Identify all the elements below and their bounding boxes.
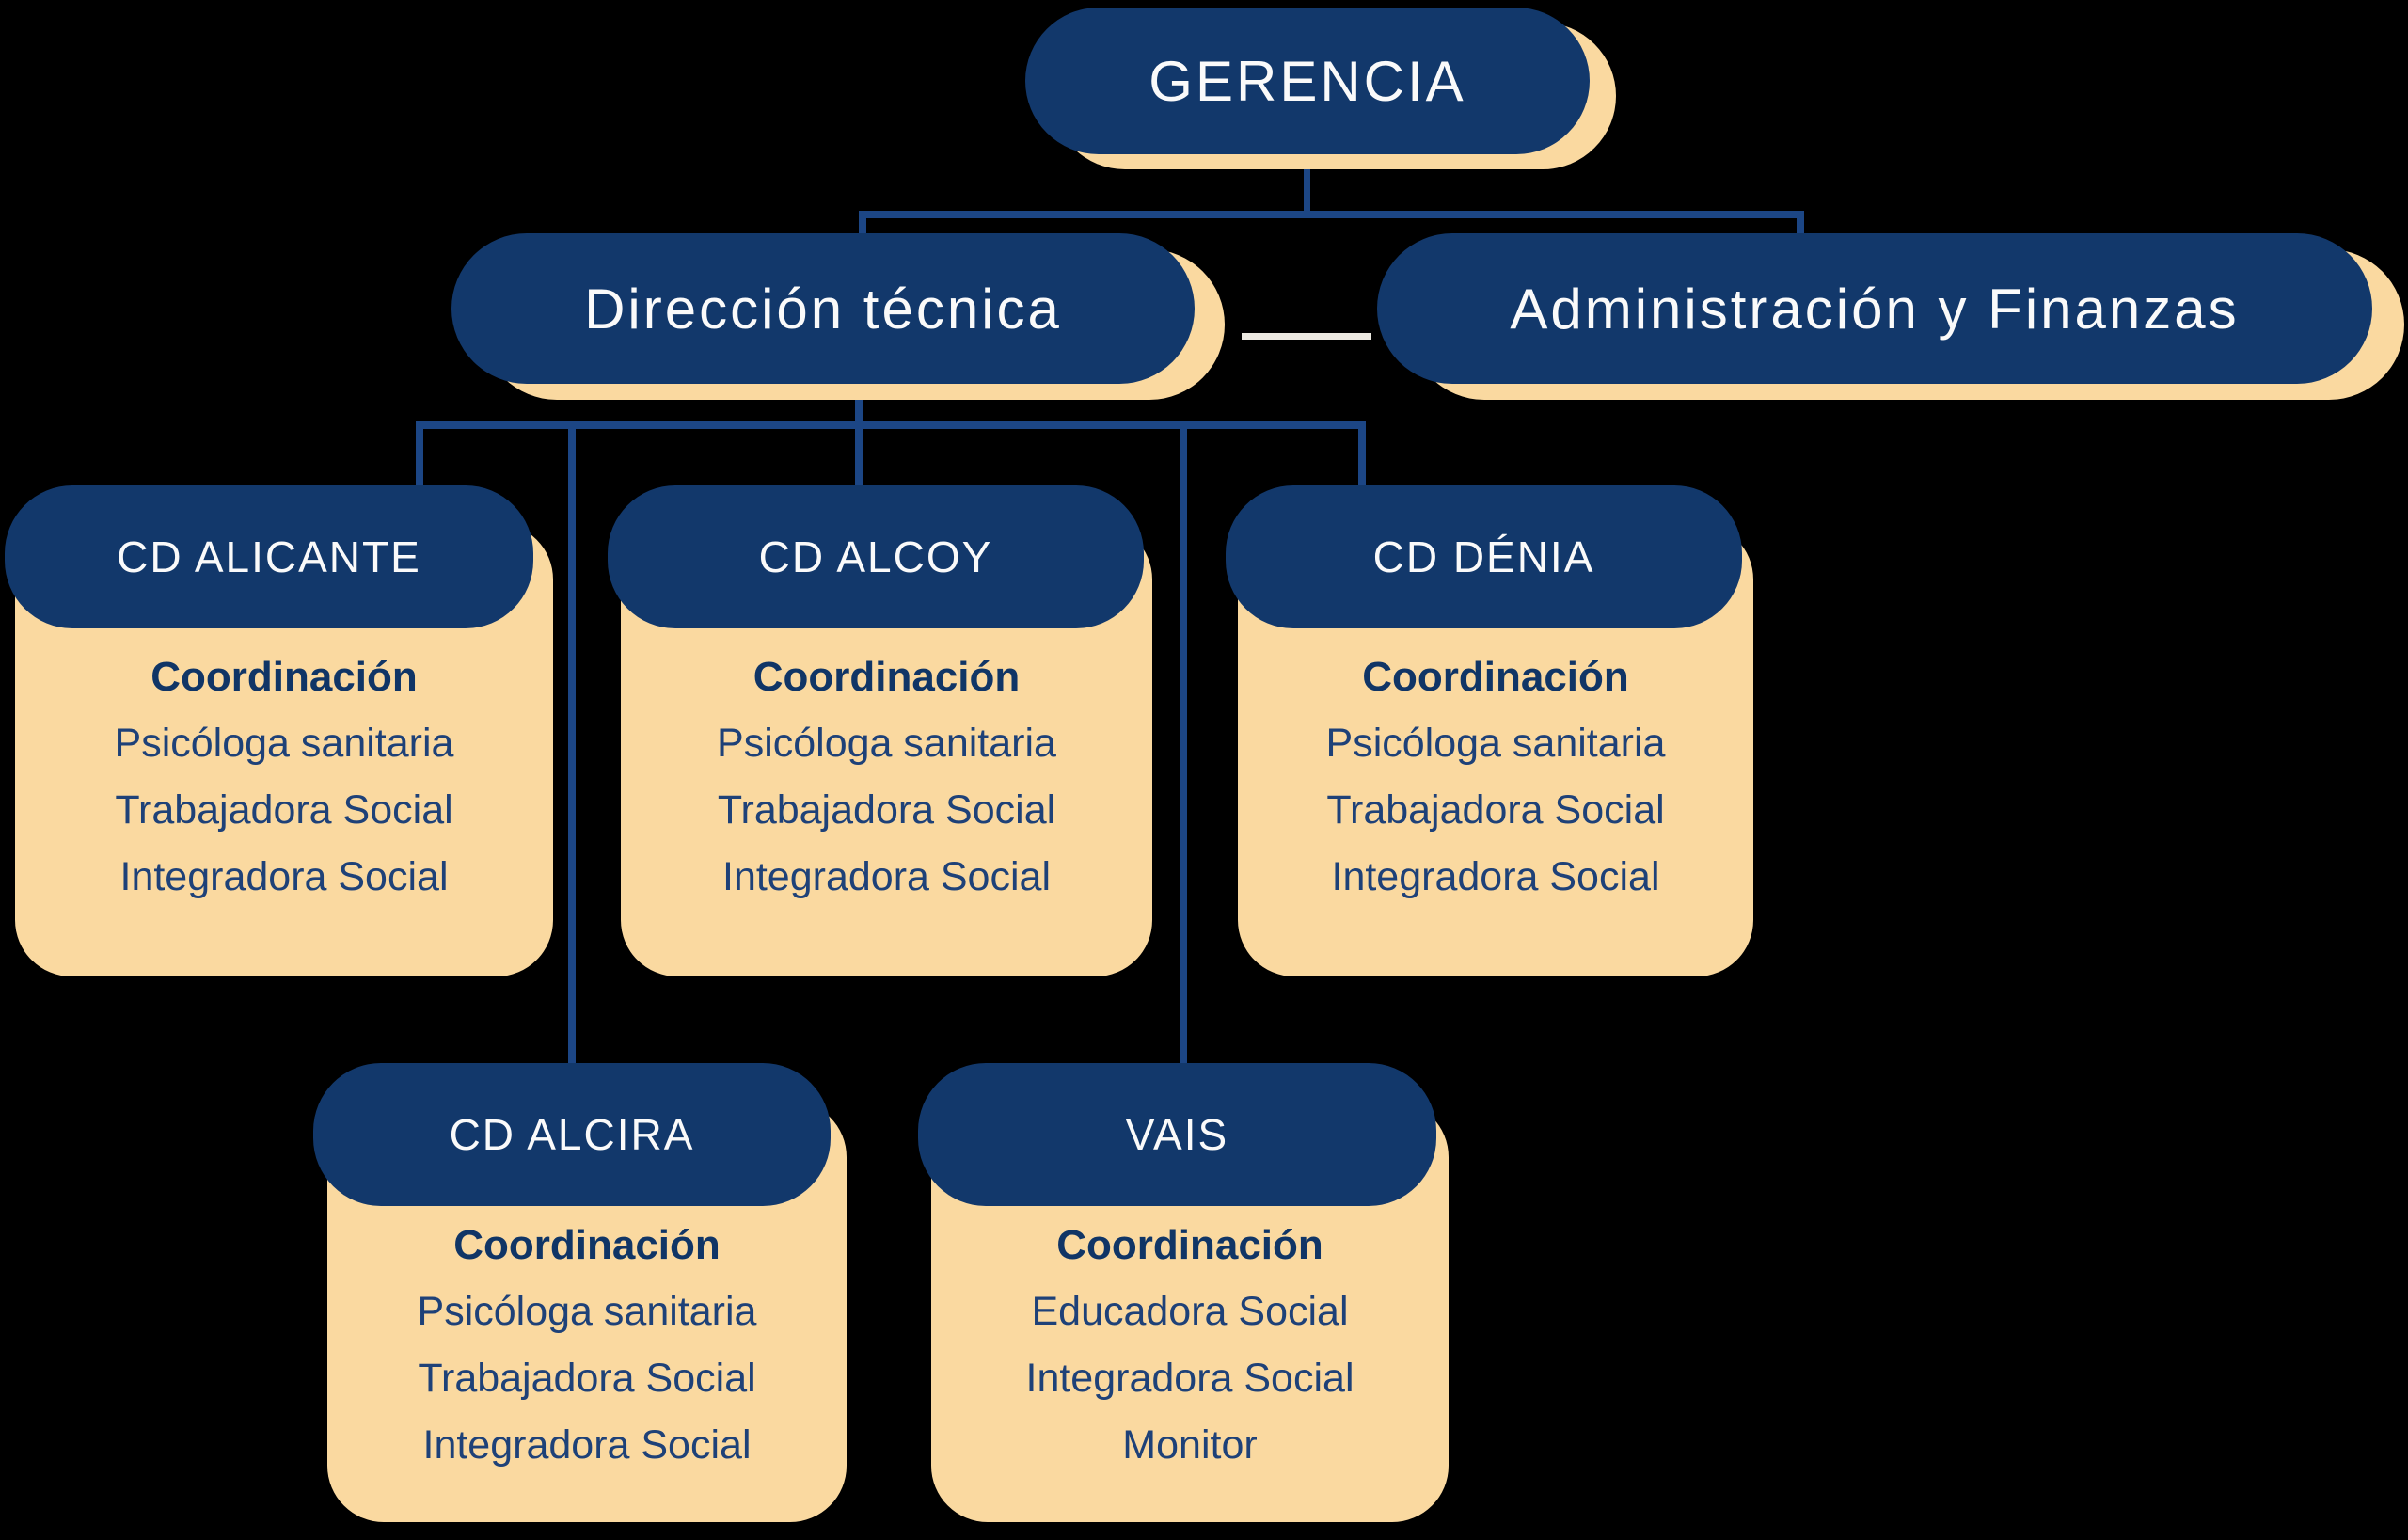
card-title: CD ALICANTE [117,532,421,581]
node-administracion-finanzas-label: Administración y Finanzas [1510,277,2240,341]
connector-drop-denia [1358,421,1366,493]
node-gerencia: GERENCIA [1025,8,1590,154]
role-line: Integradora Social [422,1422,752,1468]
connector-drop-alicante [416,421,423,493]
card-title: CD ALCIRA [449,1110,695,1159]
card-title: CD DÉNIA [1372,532,1595,581]
node-gerencia-label: GERENCIA [1149,49,1466,113]
connector-level2-drop-right [1797,211,1804,241]
role-line: Integradora Social [722,854,1051,899]
card-lead: Coordinación [1362,654,1629,700]
role-line: Monitor [1122,1422,1258,1468]
role-line: Trabajadora Social [1326,787,1665,833]
role-line: Integradora Social [1331,854,1660,899]
role-line: Trabajadora Social [115,787,453,833]
role-line: Integradora Social [1025,1356,1354,1401]
connector-drop-alcira [568,421,576,1071]
connector-peer-light [1242,333,1371,340]
connector-direccion-stem [855,380,863,429]
connector-level3-hbar [416,421,1366,429]
connector-drop-vais [1180,421,1187,1071]
card-header-vais: VAIS [918,1063,1436,1206]
card-header-cd-alcoy: CD ALCOY [608,485,1144,628]
card-header-cd-alicante: CD ALICANTE [5,485,533,628]
role-line: Psicóloga sanitaria [114,721,454,766]
role-line: Trabajadora Social [418,1356,756,1401]
node-direccion-tecnica: Dirección técnica [452,233,1195,384]
card-title: CD ALCOY [758,532,993,581]
card-header-cd-alcira: CD ALCIRA [313,1063,831,1206]
card-lead: Coordinación [150,654,418,700]
connector-root-stem [1304,149,1310,216]
node-direccion-tecnica-label: Dirección técnica [584,277,1062,341]
role-line: Educadora Social [1031,1289,1349,1334]
card-lead: Coordinación [453,1222,721,1268]
role-line: Trabajadora Social [717,787,1056,833]
connector-level2-drop-left [859,211,866,241]
card-lead: Coordinación [1056,1222,1323,1268]
card-header-cd-denia: CD DÉNIA [1226,485,1742,628]
role-line: Psicóloga sanitaria [717,721,1056,766]
role-line: Psicóloga sanitaria [417,1289,757,1334]
connector-drop-alcoy [855,421,863,493]
role-line: Psicóloga sanitaria [1325,721,1666,766]
connector-level2-hbar [859,211,1804,218]
role-line: Integradora Social [119,854,449,899]
node-administracion-finanzas: Administración y Finanzas [1377,233,2372,384]
card-lead: Coordinación [752,654,1021,700]
card-title: VAIS [1125,1110,1229,1159]
